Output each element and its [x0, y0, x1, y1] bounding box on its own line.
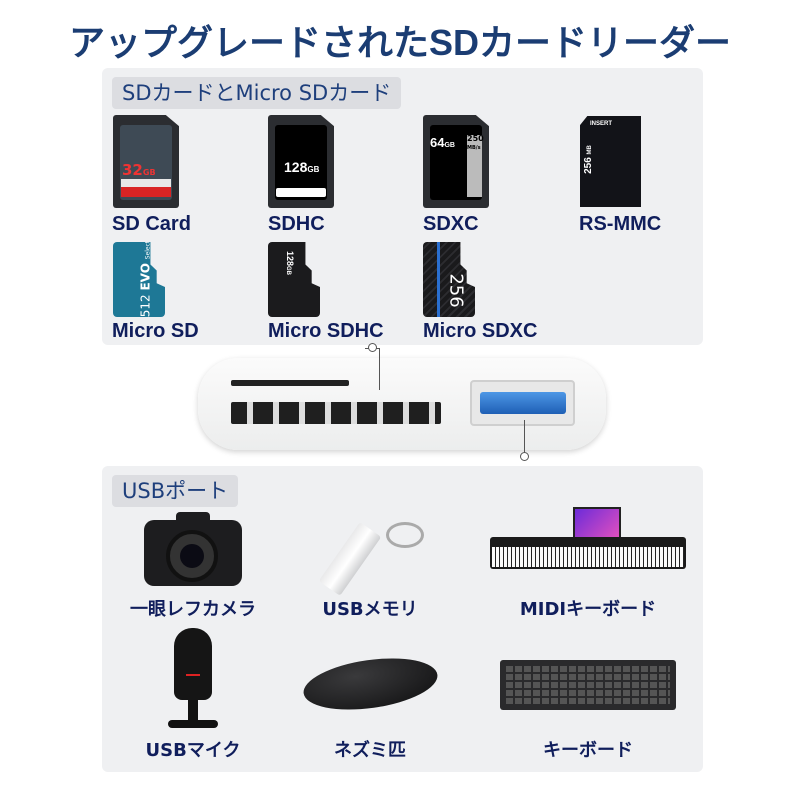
unit-text: MB: [586, 145, 593, 155]
unit-text: GB: [307, 165, 320, 174]
sd-slot: [231, 402, 441, 424]
usb-section-label: USBポート: [112, 475, 239, 507]
sub-text: Select: [144, 240, 152, 260]
micro-sd-slot: [231, 380, 349, 386]
card-label: RS-MMC: [579, 213, 662, 235]
sd-section-label: SDカードとMicro SDカード: [112, 77, 402, 109]
capacity-text: 128: [284, 159, 308, 175]
device-label: 一眼レフカメラ: [130, 599, 256, 620]
device-label: USBメモリ: [322, 599, 418, 620]
midi-keyboard-tablet: [573, 507, 621, 539]
unit-text: GB: [285, 266, 292, 276]
sdhc-card-image: 128GB: [268, 115, 334, 208]
midi-keyboard-icon: [490, 537, 686, 569]
device-label: キーボード: [543, 740, 633, 761]
capacity-text: 128: [285, 250, 296, 267]
card-label: SDHC: [268, 213, 325, 235]
sd-card-image: 32GB: [113, 115, 179, 208]
card-label: Micro SD: [112, 320, 199, 342]
capacity-text: 64: [430, 135, 445, 150]
microphone-icon: [174, 628, 212, 700]
speed-unit-text: MB/s: [467, 145, 481, 151]
card-reader-adapter-image: [198, 358, 606, 450]
rs-mmc-card-image: INSERT 256 MB: [580, 116, 641, 207]
brand-text: EVO: [138, 263, 153, 291]
speed-text: 250: [467, 134, 484, 143]
page-title: アップグレードされたSDカードリーダー: [68, 22, 731, 63]
unit-text: GB: [444, 142, 455, 149]
marking-text: INSERT: [590, 121, 613, 127]
capacity-text: 256: [445, 273, 467, 308]
card-label: SDXC: [423, 213, 479, 235]
usb-port: [470, 380, 575, 426]
keyboard-icon: [500, 660, 676, 710]
card-label: SD Card: [112, 213, 191, 235]
unit-text: GB: [142, 168, 156, 177]
card-label: Micro SDXC: [423, 320, 538, 342]
capacity-text: 32: [122, 161, 143, 179]
device-label: USBマイク: [145, 740, 241, 761]
card-label: Micro SDHC: [268, 320, 384, 342]
camera-icon: [144, 520, 242, 586]
capacity-text: 256: [582, 157, 594, 174]
device-label: MIDIキーボード: [519, 599, 657, 620]
capacity-text: 512: [138, 294, 153, 318]
device-label: ネズミ匹: [334, 740, 406, 761]
